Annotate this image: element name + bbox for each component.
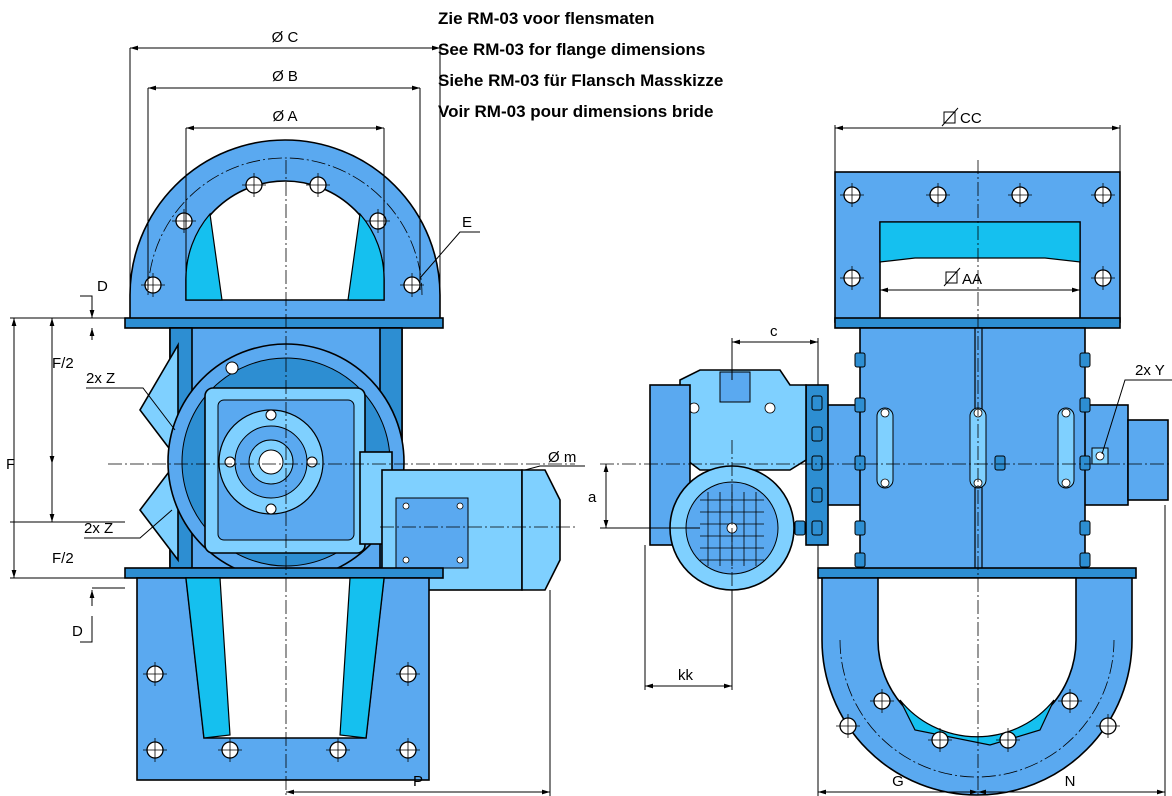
left-view: Ø C Ø B Ø A E F F/2 F/2 D D 2x Z [6,29,585,796]
square-section-symbol [941,107,959,127]
note-english: See RM-03 for flange dimensions [438,40,706,59]
right-bottom-flange [821,577,1133,796]
dim-z-bottom-label: 2x Z [84,520,113,537]
dim-c-lower-label: c [770,323,778,340]
right-view: CC AA c a kk 2x Y G N [588,107,1172,796]
right-drive [649,369,829,591]
dim-cc-label: CC [960,110,982,127]
dim-y-label: 2x Y [1135,362,1165,379]
dim-f-half-bottom-label: F/2 [52,550,74,567]
note-french: Voir RM-03 pour dimensions bride [438,102,714,121]
dim-z-top-label: 2x Z [86,370,115,387]
left-top-flange [124,139,444,329]
dim-aa-label: AA [962,271,982,288]
right-housing [817,327,1169,579]
square-section-symbol [943,267,961,287]
dim-p-label: P [413,773,423,790]
left-bottom-flange [124,567,444,781]
dim-g-label: G [892,773,904,790]
dim-e-label: E [462,214,472,231]
dim-kk-label: kk [678,667,694,684]
dim-n-label: N [1065,773,1076,790]
right-top-flange [834,171,1121,329]
dim-f-half-top-label: F/2 [52,355,74,372]
dim-a-lower-label: a [588,489,597,506]
dim-d-bottom-label: D [72,623,83,640]
dim-b-label: Ø B [272,68,298,85]
note-dutch: Zie RM-03 voor flensmaten [438,9,655,28]
dim-c-label: Ø C [272,29,299,46]
left-gearbox [204,387,393,554]
dim-f-label: F [6,456,15,473]
dim-d-top-label: D [97,278,108,295]
dim-a-label: Ø A [272,108,297,125]
note-german: Siehe RM-03 für Flansch Masskizze [438,71,724,90]
dim-m-label: Ø m [548,449,576,466]
